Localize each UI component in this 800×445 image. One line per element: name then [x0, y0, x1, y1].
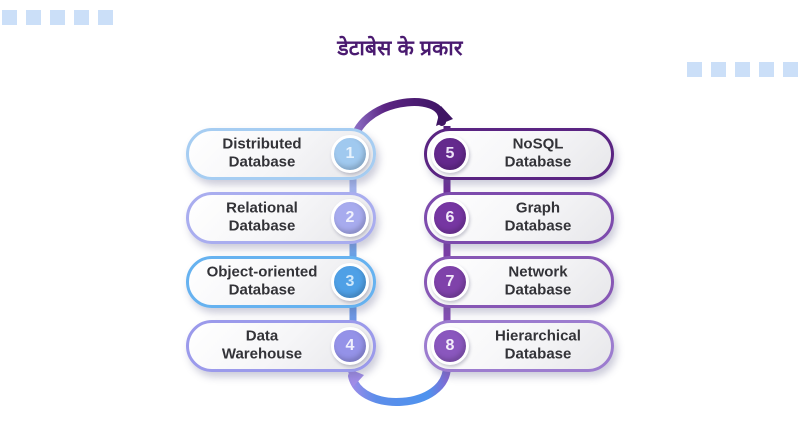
pill-number-badge: 2 — [331, 199, 369, 237]
pill-number-badge: 6 — [431, 199, 469, 237]
pill-number: 5 — [445, 145, 455, 162]
pill-number: 4 — [345, 337, 355, 354]
decor-square — [687, 62, 702, 77]
decor-squares-top-left — [2, 10, 113, 25]
decor-square — [759, 62, 774, 77]
pill-number: 7 — [445, 273, 455, 290]
pill-number-badge: 5 — [431, 135, 469, 173]
pill-number: 3 — [345, 273, 355, 290]
top-arc-arrowhead — [436, 106, 453, 126]
page-title: डेटाबेस के प्रकार — [337, 37, 463, 60]
pill-number-badge: 7 — [431, 263, 469, 301]
pill-number-badge: 8 — [431, 327, 469, 365]
decor-square — [735, 62, 750, 77]
decor-square — [711, 62, 726, 77]
pill-number: 1 — [345, 145, 355, 162]
pill-number-badge: 1 — [331, 135, 369, 173]
decor-square — [74, 10, 89, 25]
decor-square — [26, 10, 41, 25]
pill-number: 2 — [345, 209, 355, 226]
decor-square — [98, 10, 113, 25]
decor-square — [50, 10, 65, 25]
decor-square — [2, 10, 17, 25]
pill-number: 6 — [445, 209, 455, 226]
pill-number-badge: 4 — [331, 327, 369, 365]
decor-squares-right — [687, 62, 798, 77]
bottom-connector-arc — [348, 362, 451, 406]
pill-number-badge: 3 — [331, 263, 369, 301]
pill-number: 8 — [445, 337, 455, 354]
decor-square — [783, 62, 798, 77]
